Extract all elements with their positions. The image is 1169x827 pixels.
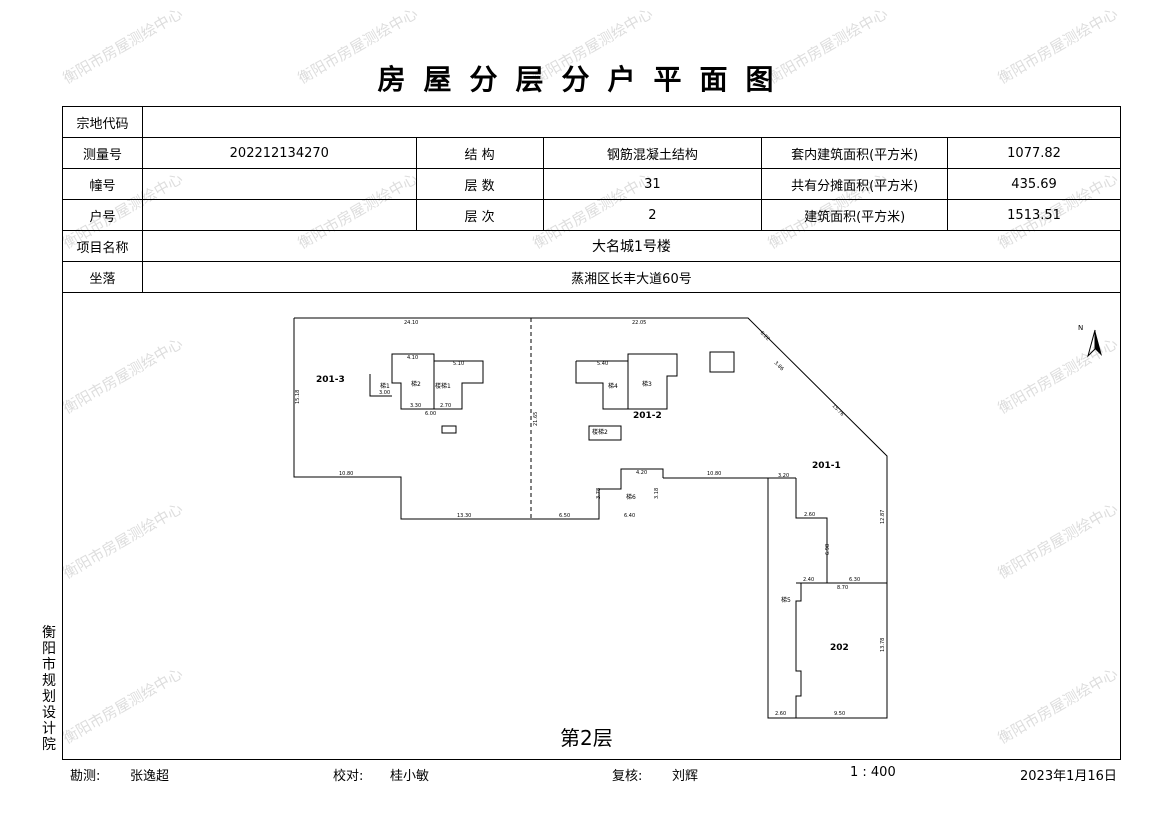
table-row: 户号 层 次 2 建筑面积(平方米) 1513.51: [62, 199, 1121, 231]
dim-label: 3.30: [410, 403, 421, 409]
fuhe-label: 复核:: [612, 769, 643, 784]
unit-label: 202: [830, 643, 849, 653]
dim-label: 5.40: [597, 361, 608, 367]
zongdi-label: 宗地代码: [62, 106, 143, 138]
taonei-label: 套内建筑面积(平方米): [761, 137, 949, 169]
dim-label: 3.00: [379, 390, 390, 396]
dim-label: 9.50: [834, 711, 845, 717]
dim-label: 24.10: [404, 320, 418, 326]
dim-label: 3.20: [778, 473, 789, 479]
unit-label: 201-3: [316, 375, 345, 385]
dim-label: 6.22: [759, 330, 771, 342]
dim-label: 13.30: [457, 513, 471, 519]
dim-label: 6.40: [624, 513, 635, 519]
small-room-b: [709, 351, 735, 373]
jianzhu-value: 1513.51: [947, 199, 1121, 231]
stair-label: 梯2: [411, 380, 421, 388]
jianzhu-label: 建筑面积(平方米): [761, 199, 949, 231]
floor-label: 第2层: [560, 726, 613, 750]
kance-label: 勘测:: [70, 769, 101, 784]
table-row: 宗地代码: [62, 106, 1122, 138]
fuhe-name: 刘辉: [672, 769, 699, 784]
page-title: 房屋分层分户平面图: [377, 63, 792, 96]
dim-label: 21.65: [533, 412, 539, 426]
zongdi-value: [141, 106, 1122, 138]
stair-label: 梯1: [380, 382, 390, 390]
dim-label: 2.40: [803, 577, 814, 583]
dim-label: 6.00: [425, 411, 436, 417]
dim-label: 15.18: [295, 390, 301, 404]
zhuang-label: 幢号: [62, 168, 143, 200]
interior-201-1: [795, 478, 887, 584]
dim-label: 6.98: [825, 544, 831, 555]
small-room-a: [441, 425, 457, 434]
table-row: 项目名称 大名城1号楼: [62, 230, 1122, 262]
dim-label: 12.87: [880, 510, 886, 524]
stair-block-a: [391, 353, 484, 410]
dim-label: 10.80: [339, 471, 353, 477]
jiaodui-label: 校对:: [333, 769, 364, 784]
table-row: 幢号 层 数 31 共有分摊面积(平方米) 435.69: [62, 168, 1121, 200]
side-institute-text: 衡阳市规划设计院: [42, 625, 56, 753]
dim-label: 2.60: [775, 711, 786, 717]
stair-label: 楼梯1: [435, 382, 451, 390]
dim-label: 2.60: [804, 512, 815, 518]
stair-5: [795, 583, 802, 718]
unit-label: 201-1: [812, 461, 841, 471]
stair-block-c: [575, 353, 678, 410]
stair-label: 梯6: [626, 493, 636, 501]
dim-label: 10.80: [707, 471, 721, 477]
dim-label: 6.50: [559, 513, 570, 519]
outline-left: [293, 318, 664, 520]
celiang-value: 202212134270: [141, 137, 417, 169]
kance-name: 张逸超: [130, 769, 170, 784]
dim-label: 8.70: [837, 585, 848, 591]
zuoluo-value: 蒸湘区长丰大道60号: [141, 261, 1122, 293]
xiangmu-value: 大名城1号楼: [141, 230, 1122, 262]
table-row: 坐落 蒸湘区长丰大道60号: [62, 261, 1122, 293]
zhuang-value: [141, 168, 417, 200]
unit-label: 201-2: [633, 411, 662, 421]
gongyou-label: 共有分摊面积(平方米): [761, 168, 949, 200]
table-row: 测量号 202212134270 结 构 钢筋混凝土结构 套内建筑面积(平方米)…: [62, 137, 1121, 169]
dim-label: 6.30: [849, 577, 860, 583]
svg-text:N: N: [1078, 324, 1083, 332]
taonei-value: 1077.82: [947, 137, 1121, 169]
dim-label: 3.18: [654, 488, 660, 499]
hu-label: 户号: [62, 199, 143, 231]
cengci-label: 层 次: [415, 199, 544, 231]
cengshu-label: 层 数: [415, 168, 544, 200]
dim-label: 22.05: [632, 320, 646, 326]
date-label: 2023年1月16日: [1020, 769, 1117, 784]
jiegou-value: 钢筋混凝土结构: [542, 137, 763, 169]
stair-label: 梯5: [781, 596, 791, 604]
celiang-label: 测量号: [62, 137, 143, 169]
dim-label: 3.86: [773, 360, 785, 372]
dim-label: 4.10: [407, 355, 418, 361]
north-arrow-icon: N: [1078, 324, 1102, 358]
stair-label: 梯3: [642, 380, 652, 388]
jiegou-label: 结 构: [415, 137, 544, 169]
stair-2-room: [588, 425, 622, 441]
dim-label: 5.10: [453, 361, 464, 367]
dim-label: 13.78: [880, 638, 886, 652]
floor-plan: 24.10 22.05 10.80 13.30 6.50 6.40 10.80 …: [293, 317, 1102, 719]
cengci-value: 2: [542, 199, 763, 231]
hu-value: [141, 199, 417, 231]
stair-label: 楼梯2: [592, 428, 608, 436]
dim-label: 15.76: [831, 403, 845, 417]
stair-block-b: [369, 374, 392, 397]
zuoluo-label: 坐落: [62, 261, 143, 293]
cengshu-value: 31: [542, 168, 763, 200]
dim-label: 4.20: [636, 470, 647, 476]
stair-label: 梯4: [608, 382, 618, 390]
dim-label: 2.70: [440, 403, 451, 409]
scale-label: 1 : 400: [850, 765, 896, 780]
gongyou-value: 435.69: [947, 168, 1121, 200]
jiaodui-name: 桂小敏: [390, 769, 430, 784]
info-table: 宗地代码 测量号 202212134270 结 构 钢筋混凝土结构 套内建筑面积…: [62, 106, 1122, 293]
dim-label: 3.78: [596, 488, 602, 499]
xiangmu-label: 项目名称: [62, 230, 143, 262]
